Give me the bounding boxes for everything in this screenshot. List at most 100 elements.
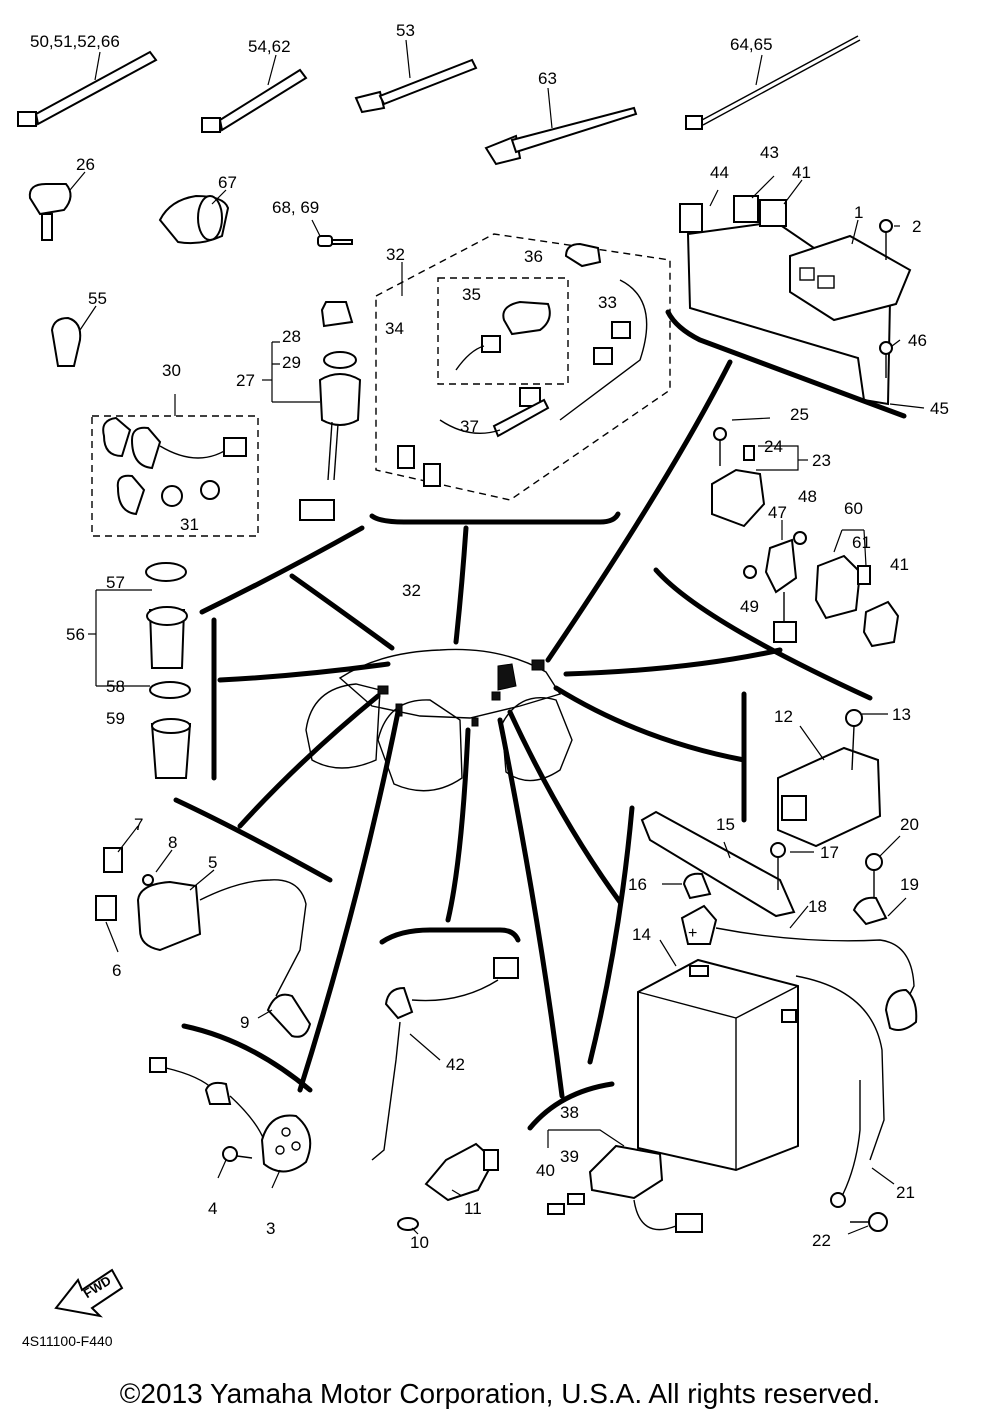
callout-32b: 32 (402, 581, 421, 600)
callout-23: 23 (812, 451, 831, 470)
callout-31: 31 (180, 515, 199, 534)
callout-55: 55 (88, 289, 107, 308)
callout-58: 58 (106, 677, 125, 696)
callout-63: 63 (538, 69, 557, 88)
callout-41b: 41 (890, 555, 909, 574)
callout-35: 35 (462, 285, 481, 304)
battery-band-15[interactable] (640, 810, 814, 918)
callout-5: 5 (208, 853, 217, 872)
callout-11: 11 (464, 1199, 482, 1218)
callout-60: 60 (844, 499, 863, 518)
lamp-harness-30[interactable] (91, 394, 259, 537)
callout-47: 47 (768, 503, 787, 522)
pickup-coil-3[interactable] (149, 1057, 312, 1189)
fuse-box-38[interactable] (547, 1129, 703, 1233)
callout-59: 59 (106, 709, 125, 728)
callout-29: 29 (282, 353, 301, 372)
cable-tie-54[interactable] (201, 54, 308, 133)
clamp-26[interactable] (28, 171, 86, 241)
callout-64: 64,65 (730, 35, 773, 54)
callout-10: 10 (410, 1233, 429, 1252)
drawing-code: 4S11100-F440 (22, 1333, 113, 1349)
callout-54: 54,62 (248, 37, 291, 56)
callout-2: 2 (912, 217, 921, 236)
callout-labels: 50,51,52,66 54,62 53 63 64,65 26 67 68, … (30, 21, 949, 1301)
callout-16: 16 (628, 875, 647, 894)
callout-42: 42 (446, 1055, 465, 1074)
ecu-assembly-1[interactable] (679, 175, 925, 409)
cable-tie-53[interactable] (354, 39, 478, 114)
callout-7: 7 (134, 815, 143, 834)
speed-sensor-11[interactable] (397, 1142, 499, 1235)
callout-57: 57 (106, 573, 125, 592)
relay-47[interactable] (743, 520, 807, 643)
callout-21: 21 (896, 1183, 915, 1202)
callout-44: 44 (710, 163, 729, 182)
callout-14: 14 (632, 925, 651, 944)
callout-3: 3 (266, 1219, 275, 1238)
callout-37: 37 (460, 417, 479, 436)
callout-20: 20 (900, 815, 919, 834)
main-switch-27[interactable] (262, 301, 362, 521)
callout-49: 49 (740, 597, 759, 616)
callout-27: 27 (236, 371, 255, 390)
callout-48: 48 (798, 487, 817, 506)
callout-1: 1 (854, 203, 863, 222)
battery-plus-terminal: + (688, 925, 697, 942)
fuse-holder-20[interactable] (852, 835, 907, 926)
ignition-coil-5[interactable] (95, 825, 312, 1038)
callout-15: 15 (716, 815, 735, 834)
callout-28: 28 (282, 327, 301, 346)
callout-41a: 41 (792, 163, 811, 182)
callout-18: 18 (808, 897, 827, 916)
callout-68: 68, 69 (272, 198, 319, 217)
accessory-socket-56[interactable] (88, 562, 192, 779)
group-brackets (173, 309, 907, 1131)
callout-46: 46 (908, 331, 927, 350)
callout-19: 19 (900, 875, 919, 894)
cable-tie-63[interactable] (484, 87, 638, 166)
callout-53: 53 (396, 21, 415, 40)
clip-55[interactable] (50, 305, 97, 367)
callout-40: 40 (536, 1161, 555, 1180)
callout-9: 9 (240, 1013, 249, 1032)
copyright-notice: ©2013 Yamaha Motor Corporation, U.S.A. A… (119, 1378, 881, 1409)
forward-arrow-icon (54, 1268, 124, 1318)
callout-30: 30 (162, 361, 181, 380)
cable-tie-64[interactable] (685, 35, 861, 130)
relay-60[interactable] (814, 529, 900, 648)
callout-39: 39 (560, 1147, 579, 1166)
callout-22: 22 (812, 1231, 831, 1250)
callout-32a: 32 (386, 245, 405, 264)
callout-36: 36 (524, 247, 543, 266)
callout-24: 24 (764, 437, 783, 456)
key-68[interactable] (311, 219, 353, 247)
battery-14[interactable] (637, 939, 799, 1172)
callout-25: 25 (790, 405, 809, 424)
callout-33: 33 (598, 293, 617, 312)
callout-61: 61 (852, 533, 871, 552)
callout-56: 56 (66, 625, 85, 644)
battery-negative-cable-21[interactable] (795, 975, 895, 1235)
callout-38: 38 (560, 1103, 579, 1122)
callout-43: 43 (760, 143, 779, 162)
callout-17: 17 (820, 843, 839, 862)
callout-8: 8 (168, 833, 177, 852)
sub-lead-32[interactable] (375, 233, 671, 501)
battery-cable-18[interactable] (680, 904, 918, 1031)
rectifier-regulator-12[interactable] (777, 709, 888, 848)
callout-45: 45 (930, 399, 949, 418)
callout-13: 13 (892, 705, 911, 724)
callout-12: 12 (774, 707, 793, 726)
callout-4: 4 (208, 1199, 217, 1218)
neutral-switch-42[interactable] (371, 957, 519, 1161)
callout-50: 50,51,52,66 (30, 32, 120, 51)
callout-26: 26 (76, 155, 95, 174)
clamp-67[interactable] (158, 189, 230, 245)
callout-67: 67 (218, 173, 237, 192)
callout-34: 34 (385, 319, 404, 338)
cable-tie-50[interactable] (17, 50, 158, 127)
starter-relay-23[interactable] (711, 417, 808, 528)
callout-6: 6 (112, 961, 121, 980)
